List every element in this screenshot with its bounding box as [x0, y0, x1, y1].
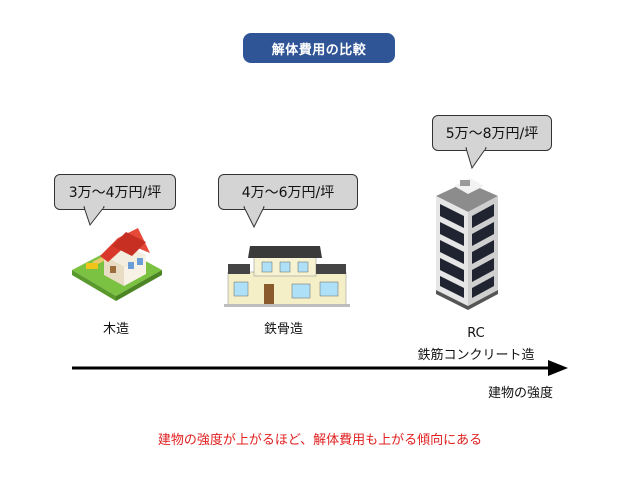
price-wood: 3万〜4万円/坪 [68, 185, 162, 201]
building-label-steel: 鉄骨造 [264, 322, 304, 337]
bubble-tail [465, 147, 487, 170]
building-label-rc-full: 鉄筋コンクリート造 [417, 348, 535, 363]
steel-frame-house-icon [224, 246, 350, 307]
rc-tower-icon [436, 178, 498, 310]
building-label-rc: RC [467, 326, 485, 341]
price-bubble-wood: 3万〜4万円/坪 [54, 174, 176, 210]
building-label-wood: 木造 [103, 322, 130, 337]
price-bubble-steel: 4万〜6万円/坪 [218, 174, 358, 210]
price-steel: 4万〜6万円/坪 [241, 185, 335, 201]
strength-axis-arrow [72, 360, 568, 376]
bubble-tail [83, 206, 106, 227]
bubble-tail [243, 206, 265, 229]
price-rc: 5万〜8万円/坪 [445, 126, 539, 142]
page-title: 解体費用の比較 [243, 33, 395, 63]
conclusion-text: 建物の強度が上がるほど、解体費用も上がる傾向にある [157, 433, 483, 448]
axis-label: 建物の強度 [488, 386, 554, 401]
price-bubble-rc: 5万〜8万円/坪 [432, 115, 552, 151]
wooden-house-icon [72, 228, 162, 301]
